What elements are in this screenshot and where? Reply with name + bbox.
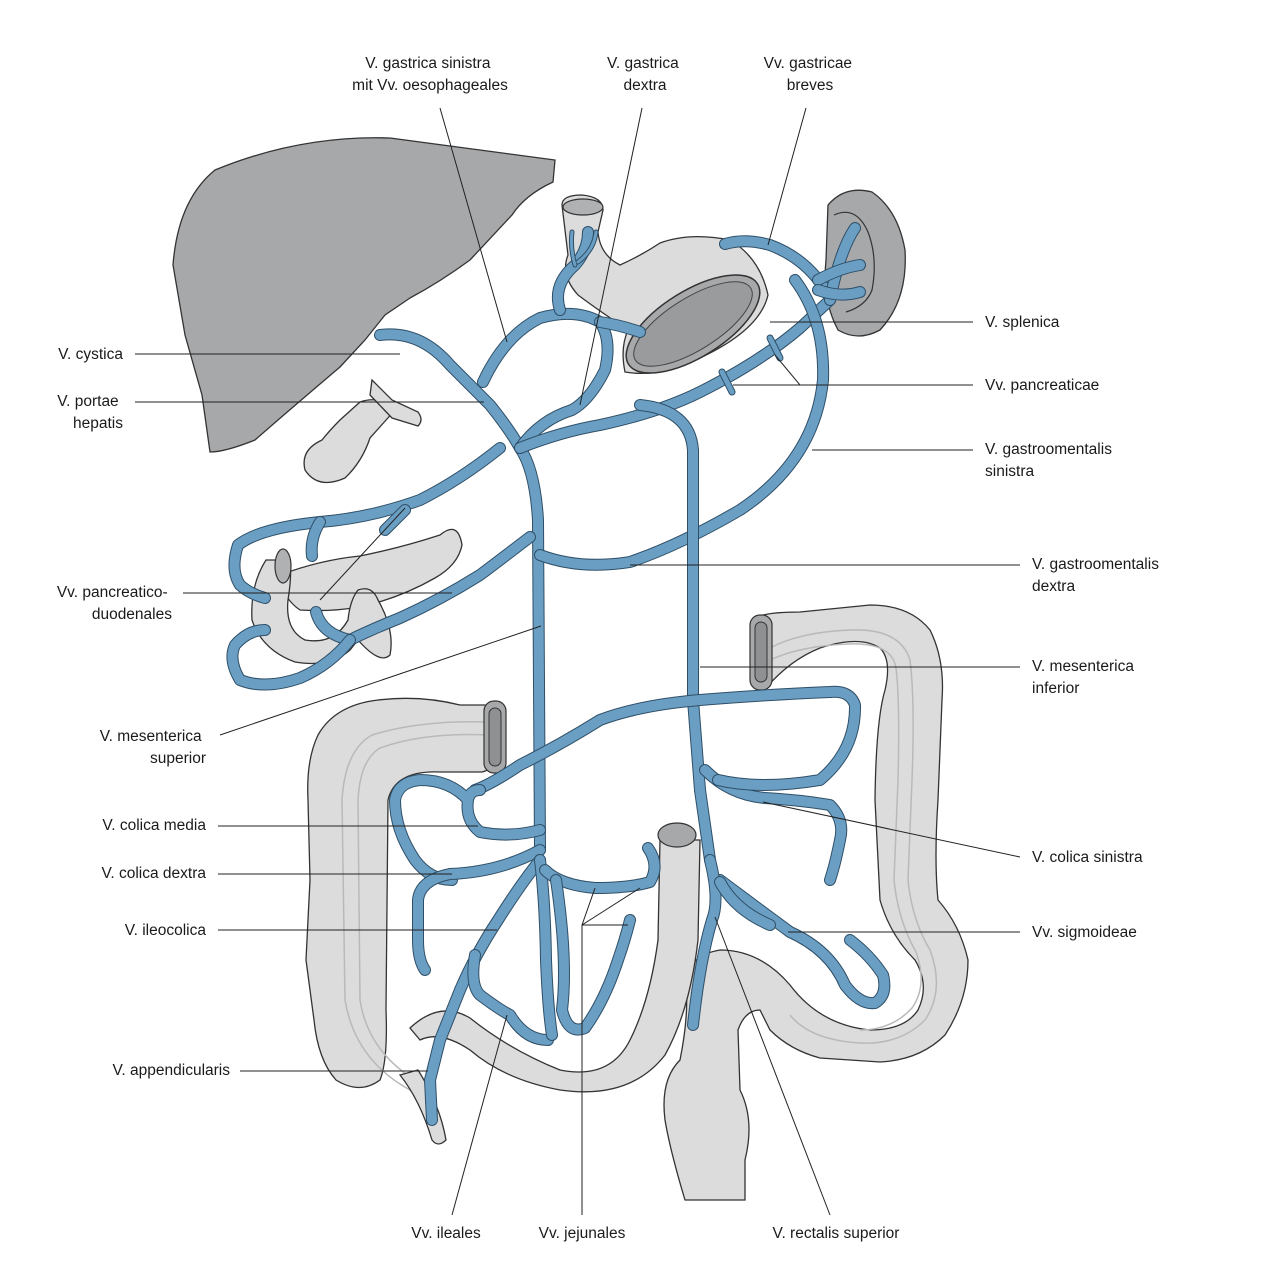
label-v-colica-dextra: V. colica dextra <box>101 865 206 882</box>
cystic-duct <box>369 378 422 427</box>
leader-lines <box>135 107 1021 1216</box>
vv-pancreaticae-1 <box>767 335 783 361</box>
appendix <box>398 1069 447 1145</box>
label-v-portae-hepatis: V. portae hepatis <box>57 393 123 432</box>
small-intestine <box>409 839 701 1093</box>
label-v-gastroomentalis-dextra: V. gastroomentalis dextra <box>1032 556 1163 595</box>
v-colica-sinistra-upper <box>470 686 861 795</box>
v-rectalis-branch <box>715 877 775 930</box>
duodenum-opening <box>274 548 292 584</box>
label-v-mesenterica-inferior: V. mesenterica inferior <box>1032 658 1138 697</box>
veins <box>226 222 891 1126</box>
descending-colon-inner <box>769 629 938 1044</box>
v-mesenterica-inferior <box>635 400 715 865</box>
vv-sigmoideae <box>715 875 890 1009</box>
label-vv-gastricae-breves: Vv. gastricae breves <box>764 55 857 94</box>
label-v-cystica: V. cystica <box>58 346 123 363</box>
label-vv-sigmoideae: Vv. sigmoideae <box>1032 924 1137 941</box>
v-pancreaticoduodenalis-upper <box>229 443 505 603</box>
label-v-gastrica-sinistra: V. gastrica sinistra mit Vv. oesophageal… <box>352 55 508 94</box>
portal-vein-trunk <box>375 329 545 855</box>
esophageal-branches <box>569 230 598 267</box>
v-colica-media <box>390 775 545 885</box>
label-v-ileocolica: V. ileocolica <box>125 922 207 939</box>
vv-ileales <box>535 855 557 1040</box>
label-vv-pancreaticae: Vv. pancreaticae <box>985 377 1099 394</box>
ascending-colon-inner-2 <box>357 733 489 1083</box>
v-rectalis-superior <box>688 855 721 1030</box>
v-gastrica-sinistra <box>478 308 613 453</box>
v-ileocolica-branch <box>468 950 553 1045</box>
label-vv-pancreaticoduodenales: Vv. pancreatico- duodenales <box>57 584 172 623</box>
label-v-gastroomentalis-sinistra: V. gastroomentalis sinistra <box>985 441 1116 480</box>
v-colica-sinistra <box>700 765 847 885</box>
gallbladder <box>303 399 396 484</box>
label-v-appendicularis: V. appendicularis <box>113 1062 231 1079</box>
descending-colon <box>663 604 969 1201</box>
label-v-colica-sinistra: V. colica sinistra <box>1032 849 1143 866</box>
vv-pancreaticae-2 <box>719 369 735 395</box>
label-v-gastrica-dextra: V. gastrica dextra <box>607 55 683 94</box>
colon-cut-end-left-inner <box>754 621 768 683</box>
v-colica-dextra <box>413 845 545 975</box>
label-v-rectalis-superior: V. rectalis superior <box>773 1225 900 1242</box>
stomach-opening-inner <box>633 281 753 367</box>
liver <box>172 137 556 453</box>
label-vv-jejunales: Vv. jejunales <box>539 1225 626 1242</box>
spleen-hilum-line <box>833 211 875 313</box>
label-v-mesenterica-superior: V. mesenterica superior <box>100 728 206 767</box>
v-pancreaticoduodenalis-lower-2 <box>227 625 355 690</box>
v-gastrica-sinistra-to-stomach <box>595 317 645 337</box>
descending-colon-inner-2 <box>769 643 922 1031</box>
vv-jejunales-2 <box>551 875 635 1035</box>
splenic-hilum-branch-2 <box>813 260 865 285</box>
vv-jejunales <box>540 843 660 893</box>
colon-cut-end-right-inner <box>488 707 502 767</box>
label-v-splenica: V. splenica <box>985 314 1060 331</box>
splenic-hilum-branch-3 <box>813 285 865 300</box>
v-gastroomentalis-sinistra <box>535 275 829 570</box>
labels: V. gastrica sinistra mit Vv. oesophageal… <box>57 55 1163 1242</box>
v-ileocolica <box>425 855 545 1125</box>
esophagus-opening <box>562 198 604 216</box>
v-pancreaticoduodenalis-lower <box>311 532 535 645</box>
label-vv-ileales: Vv. ileales <box>411 1225 481 1242</box>
small-intestine-opening <box>657 822 697 848</box>
label-v-colica-media: V. colica media <box>102 817 206 834</box>
